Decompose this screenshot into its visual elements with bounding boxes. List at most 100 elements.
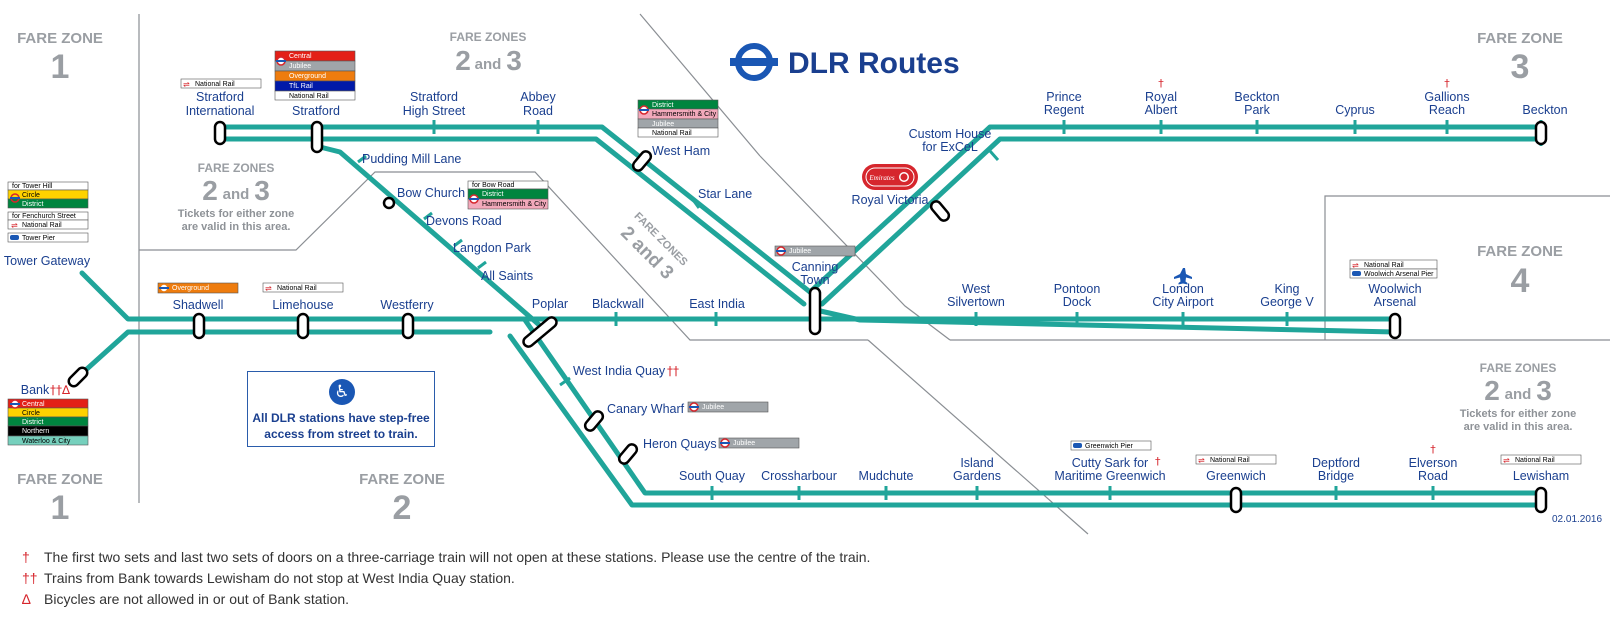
interchange-boxes: for Tower Hill Circle District for Fench… xyxy=(7,50,1582,465)
svg-text:National Rail: National Rail xyxy=(1210,457,1250,464)
svg-text:District: District xyxy=(22,201,43,208)
station-island-gardens-line2: Gardens xyxy=(953,469,1001,483)
svg-text:and: and xyxy=(475,56,502,73)
svg-text:and: and xyxy=(223,186,250,203)
svg-text:TfL Rail: TfL Rail xyxy=(289,83,313,90)
bank-marker xyxy=(67,366,89,388)
station-shadwell: Shadwell xyxy=(173,298,224,312)
station-lewisham: Lewisham xyxy=(1513,469,1569,483)
svg-text:2: 2 xyxy=(393,489,412,527)
svg-text:Woolwich Arsenal Pier: Woolwich Arsenal Pier xyxy=(1364,271,1434,278)
svg-text:FARE ZONE: FARE ZONE xyxy=(1477,243,1563,260)
greenwich-marker xyxy=(1229,486,1243,514)
svg-text:District: District xyxy=(22,419,43,426)
svg-text:3: 3 xyxy=(254,175,270,206)
svg-text:Greenwich Pier: Greenwich Pier xyxy=(1085,443,1134,450)
canning-town-marker xyxy=(808,286,822,336)
station-woolwich-arsenal: Woolwich xyxy=(1368,282,1421,296)
tower-gateway-interchange-box: for Tower Hill Circle District for Fench… xyxy=(7,181,89,243)
svg-text:Jubilee: Jubilee xyxy=(733,440,755,447)
royal-albert-dagger: † xyxy=(1158,77,1164,90)
svg-text:1: 1 xyxy=(51,489,70,527)
svg-text:National Rail: National Rail xyxy=(22,222,62,229)
station-canary-wharf: Canary Wharf xyxy=(607,402,685,416)
west-ham-interchange-box: District Hammersmith & City Jubilee Nati… xyxy=(637,99,719,138)
svg-text:FARE ZONES: FARE ZONES xyxy=(198,161,275,175)
airplane-icon xyxy=(1174,268,1192,285)
svg-text:Waterloo & City: Waterloo & City xyxy=(22,438,71,445)
station-west-india-quay: West India Quay xyxy=(573,364,666,378)
svg-text:Jubilee: Jubilee xyxy=(789,248,811,255)
svg-text:Hammersmith & City: Hammersmith & City xyxy=(652,111,717,118)
svg-text:Overground: Overground xyxy=(289,73,326,80)
svg-text:⇌: ⇌ xyxy=(265,284,272,293)
west-india-quay-symbols: †† xyxy=(667,364,679,378)
station-westferry: Westferry xyxy=(380,298,434,312)
station-pudding-mill-lane: Pudding Mill Lane xyxy=(362,152,461,166)
heron-quays-interchange-box: Jubilee xyxy=(718,437,800,449)
footnote-3-text: Bicycles are not allowed in or out of Ba… xyxy=(44,591,350,607)
svg-text:FARE ZONE: FARE ZONE xyxy=(1477,30,1563,47)
svg-text:2: 2 xyxy=(1484,375,1500,406)
woolwich-arsenal-interchange-box: National Rail ⇌ Woolwich Arsenal Pier xyxy=(1349,259,1438,279)
footnote-3: ∆ Bicycles are not allowed in or out of B… xyxy=(22,591,349,607)
svg-text:Central: Central xyxy=(22,401,45,408)
station-abbey-road-line2: Road xyxy=(523,104,553,118)
station-pontoon-dock-line2: Dock xyxy=(1063,295,1092,309)
bow-church-marker xyxy=(382,196,396,210)
station-prince-regent-line2: Regent xyxy=(1044,103,1085,117)
stratford-international-marker xyxy=(213,120,227,146)
station-abbey-road: Abbey xyxy=(520,90,556,104)
station-royal-albert: Royal xyxy=(1145,90,1177,104)
woolwich-arsenal-marker xyxy=(1388,312,1402,340)
station-gallions-reach: Gallions xyxy=(1424,90,1469,104)
svg-text:Circle: Circle xyxy=(22,192,40,199)
station-elverson-road-line2: Road xyxy=(1418,469,1448,483)
footnote-3-symbol: ∆ xyxy=(22,591,31,607)
station-bank: Bank xyxy=(21,383,50,397)
footnote-2-symbol: †† xyxy=(22,570,38,586)
footnote-1-symbol: † xyxy=(22,549,30,565)
svg-text:4: 4 xyxy=(1511,262,1530,300)
shadwell-interchange-box: Overground xyxy=(157,282,239,294)
svg-text:Hammersmith & City: Hammersmith & City xyxy=(482,201,547,208)
station-cutty-sark-line2: Maritime Greenwich xyxy=(1054,469,1165,483)
zone-boundaries xyxy=(138,13,1610,535)
station-bow-church: Bow Church xyxy=(397,186,465,200)
station-west-ham: West Ham xyxy=(652,144,710,158)
svg-text:are valid in this area.: are valid in this area. xyxy=(1464,421,1573,433)
footnote-1-text: The first two sets and last two sets of … xyxy=(44,549,871,565)
station-custom-house-line2: for ExCeL xyxy=(922,140,978,154)
svg-text:⇌: ⇌ xyxy=(1352,261,1359,270)
station-island-gardens: Island xyxy=(960,456,993,470)
svg-text:⇌: ⇌ xyxy=(1503,456,1510,465)
canning-town-interchange-box: Jubilee xyxy=(774,245,856,257)
svg-text:Tickets for either zone: Tickets for either zone xyxy=(1460,408,1577,420)
station-stratford-international: Stratford xyxy=(196,90,244,104)
map-date: 02.01.2016 xyxy=(1552,514,1603,525)
svg-text:National Rail: National Rail xyxy=(652,130,692,137)
station-stratford-high-street-line2: High Street xyxy=(403,104,466,118)
svg-text:FARE ZONE: FARE ZONE xyxy=(359,471,445,488)
station-west-silvertown: West xyxy=(962,282,991,296)
footnote-2: †† Trains from Bank towards Lewisham do n… xyxy=(22,570,515,586)
station-blackwall: Blackwall xyxy=(592,297,644,311)
greenwich-interchange-box: National Rail ⇌ xyxy=(1195,454,1277,465)
svg-text:Jubilee: Jubilee xyxy=(702,404,724,411)
svg-text:Northern: Northern xyxy=(22,428,49,435)
bow-church-interchange-box: for Bow Road District Hammersmith & City xyxy=(467,180,549,210)
shadwell-marker xyxy=(192,312,206,340)
west-ham-marker xyxy=(631,150,653,172)
stratford-international-interchange-box: National Rail ⇌ xyxy=(180,78,262,89)
station-ticks xyxy=(357,120,1543,500)
station-cyprus: Cyprus xyxy=(1335,103,1375,117)
emirates-air-line-logo: Emirates xyxy=(862,164,918,190)
poplar-marker xyxy=(522,316,558,348)
bank-interchange-box: Central Circle District Northern Waterlo… xyxy=(7,398,89,446)
step-free-access-notice: ♿ All DLR stations have step-free access… xyxy=(247,371,435,447)
svg-text:National Rail: National Rail xyxy=(1515,457,1555,464)
heron-quays-marker xyxy=(617,443,639,465)
footnote-2-text: Trains from Bank towards Lewisham do not… xyxy=(44,570,515,586)
svg-text:Circle: Circle xyxy=(22,410,40,417)
station-king-george-v: King xyxy=(1274,282,1299,296)
